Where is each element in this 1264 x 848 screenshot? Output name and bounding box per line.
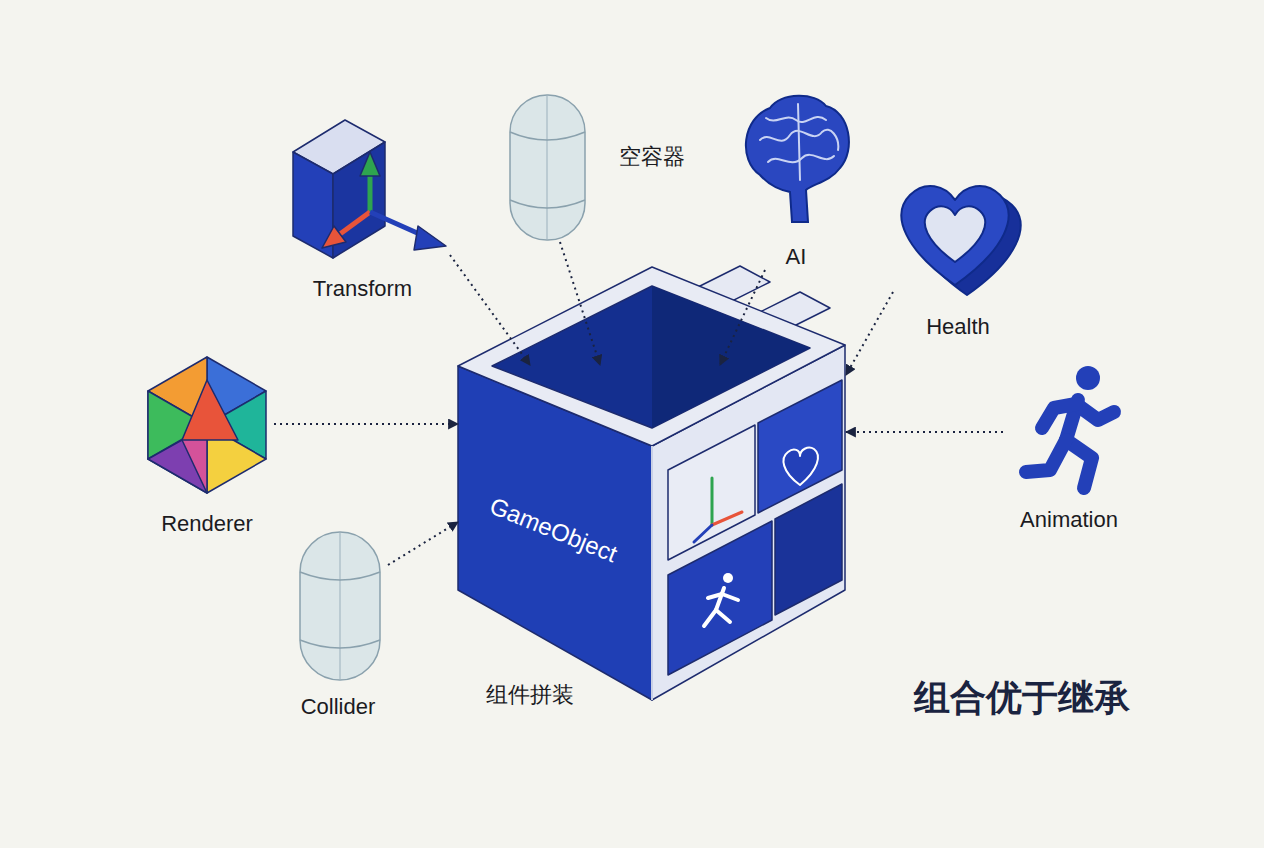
dotted-arrow [450,255,530,365]
dotted-arrow [846,292,893,375]
component-node: Transform [275,112,450,302]
renderer-icon [148,357,266,493]
capsule-icon [510,95,585,240]
caption-label: 组件拼装 [486,680,574,710]
component-node: Collider [288,525,388,720]
component-node: Health [893,170,1023,340]
diagram-title: 组合优于继承 [914,674,1130,723]
node-label: Health [926,314,990,340]
dotted-arrow [846,431,1003,433]
component-node: Animation [1003,355,1135,533]
node-label: Animation [1020,507,1118,533]
node-label: GameObject [485,491,621,568]
dotted-arrow [388,522,458,565]
dotted-arrow [720,270,765,365]
gameobject-node: GameObject [458,365,846,701]
dotted-arrow [274,423,458,425]
heart-icon [901,186,1020,295]
component-node: AI [740,90,852,270]
node-label: Renderer [161,511,253,537]
collider-icon [300,532,380,680]
component-node: 空容器 [505,92,685,242]
component-node: Renderer [140,345,274,537]
node-label: Transform [313,276,412,302]
gameobject-cube [458,266,845,700]
node-label: AI [786,244,807,270]
node-label: Collider [301,694,376,720]
node-label: 空容器 [619,144,685,170]
brain-icon [746,96,849,222]
animation-icon [1026,366,1114,488]
transform-icon [293,120,446,258]
dotted-arrow [560,242,600,365]
